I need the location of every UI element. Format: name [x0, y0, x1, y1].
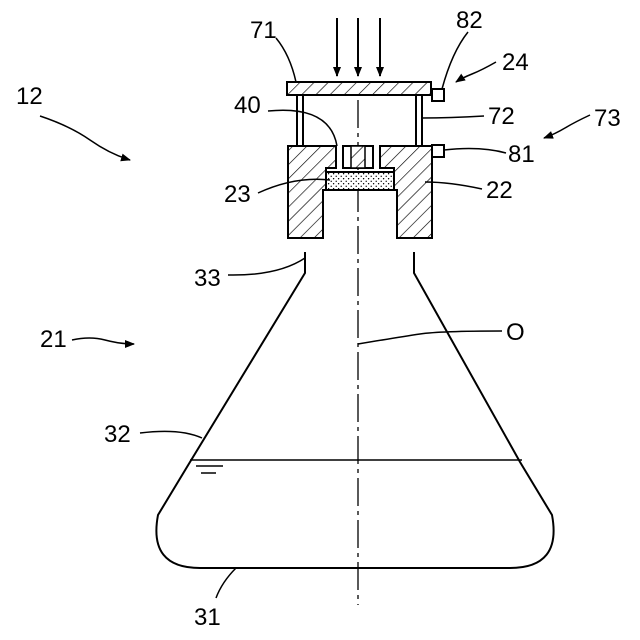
- leader-O: [358, 331, 502, 344]
- leader-33: [228, 258, 305, 275]
- leader-32: [140, 431, 202, 438]
- switch-82: [432, 89, 444, 101]
- label-12: 12: [16, 83, 43, 110]
- pressing-arrows: [337, 18, 380, 76]
- label-23: 23: [224, 181, 251, 208]
- leader-72: [422, 116, 484, 118]
- sensor-81: [432, 145, 444, 157]
- label-32: 32: [104, 421, 131, 448]
- arrow-12: [40, 116, 130, 160]
- label-40: 40: [234, 92, 261, 119]
- label-81: 81: [508, 141, 535, 168]
- label-22: 22: [486, 177, 513, 204]
- plug-body-right: [380, 146, 432, 238]
- arrow-24: [456, 62, 496, 82]
- arrow-73: [544, 115, 590, 138]
- label-72: 72: [488, 103, 515, 130]
- leader-71: [276, 38, 296, 82]
- leader-81: [444, 149, 506, 153]
- label-33: 33: [194, 265, 221, 292]
- arrow-21: [72, 338, 134, 344]
- label-O: O: [506, 319, 525, 346]
- leader-82: [442, 32, 468, 89]
- flask-body: [156, 252, 553, 568]
- label-82: 82: [456, 7, 483, 34]
- leader-31: [216, 568, 236, 598]
- reference-labels: 12 21 71 82 24 40 72 73 81 22 23 33 O 32…: [16, 7, 621, 631]
- label-24: 24: [502, 49, 529, 76]
- label-31: 31: [194, 604, 221, 631]
- top-plate: [287, 82, 431, 95]
- label-73: 73: [594, 105, 621, 132]
- flask: [156, 252, 553, 568]
- sample-23: [326, 172, 394, 190]
- plunger-center: [351, 146, 365, 168]
- leader-22: [425, 182, 482, 189]
- label-71: 71: [250, 17, 277, 44]
- plug-body: [288, 146, 336, 238]
- stopper-assembly: [287, 82, 444, 238]
- label-21: 21: [40, 326, 67, 353]
